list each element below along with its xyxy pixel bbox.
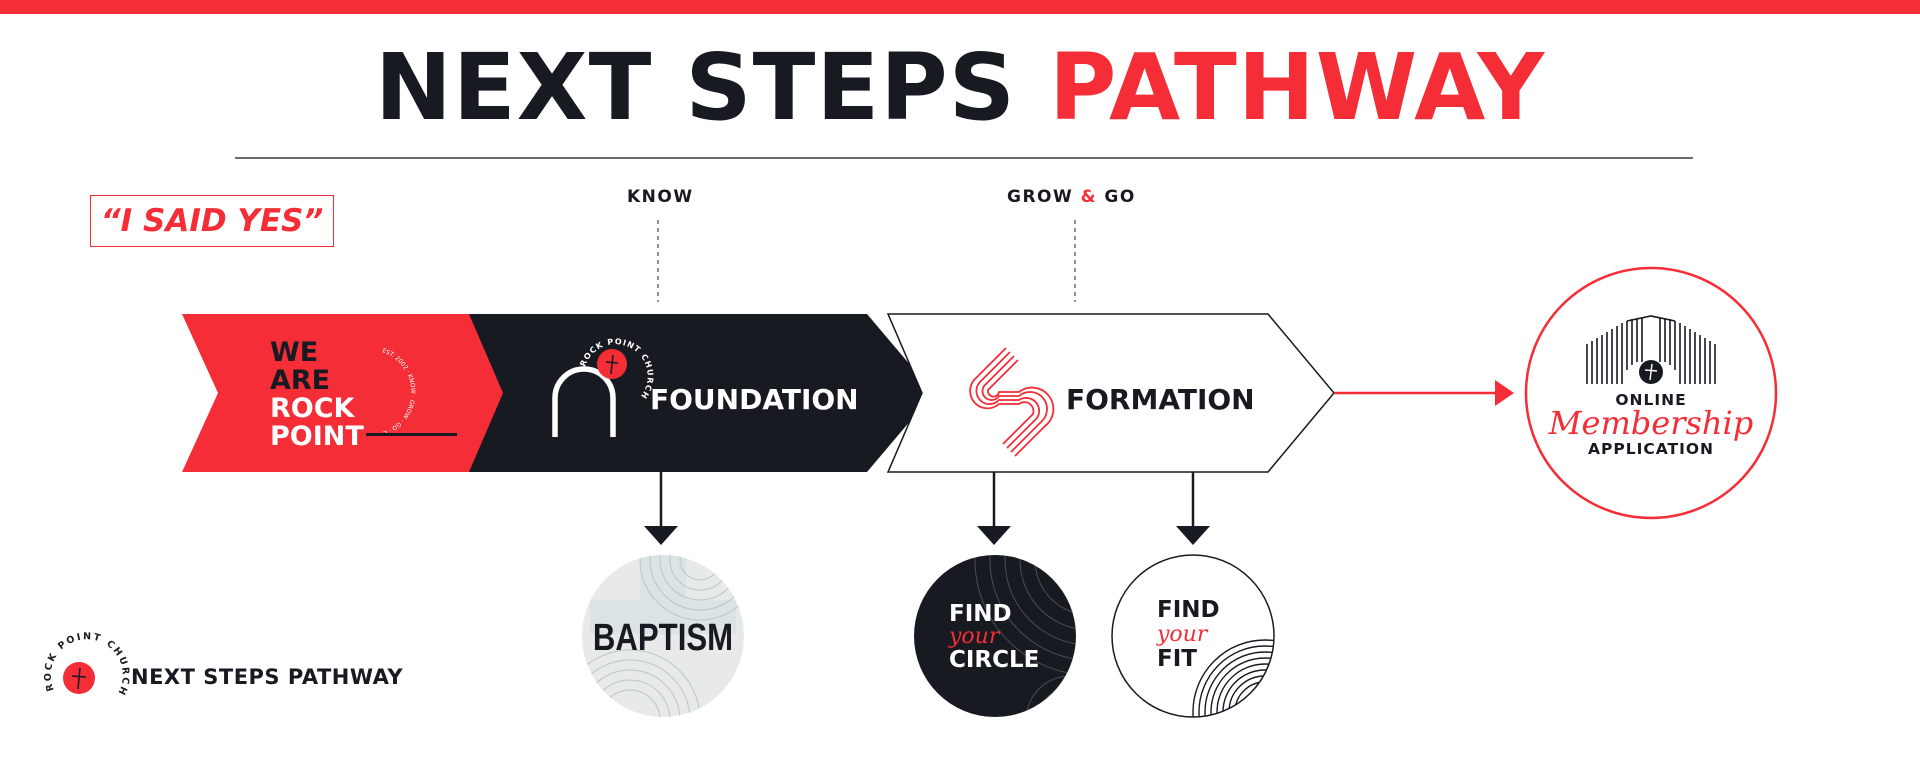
we-are-underline (366, 433, 457, 436)
stage-label-go: GO (1104, 187, 1136, 207)
we-are-line-2: ARE (270, 365, 330, 396)
building-icon (1586, 315, 1716, 384)
stage-label-grow-go: GROW & GO (1007, 187, 1136, 207)
membership-line-3: APPLICATION (1588, 440, 1714, 458)
formation-label: FORMATION (1066, 383, 1255, 416)
arch-icon (552, 366, 616, 437)
baptism-label: BAPTISM (593, 617, 733, 659)
baptism-pattern (582, 555, 744, 717)
find-your-circle-step[interactable]: FIND your CIRCLE (914, 445, 1205, 764)
s-curve-icon (969, 347, 1055, 457)
we-are-rock-point-chevron: WE ARE ROCK POINT EST. 2002 · KNOW · GRO… (0, 0, 515, 472)
find-circle-circle (914, 555, 1076, 717)
find-fit-find: FIND (1157, 597, 1220, 623)
arrow-down-icon (1176, 472, 1210, 545)
find-fit-your: your (1156, 622, 1209, 647)
page-title-dark: NEXT STEPS (374, 34, 1016, 141)
i-said-yes-tag: “I SAID YES” (90, 195, 334, 247)
top-accent-bar (0, 0, 1920, 14)
title-divider (235, 157, 1693, 159)
membership-line-1: ONLINE (1615, 391, 1686, 409)
cross-icon (71, 667, 87, 690)
chevron-red-shape (182, 314, 515, 472)
online-membership-application[interactable]: ONLINE Membership APPLICATION (1524, 266, 1778, 520)
stage-label-grow: GROW (1007, 187, 1074, 207)
formation-chevron: FORMATION (886, 313, 1335, 473)
find-your-fit-step[interactable]: FIND your FIT (1111, 554, 1337, 768)
we-are-line-4: POINT (270, 421, 364, 452)
arrow-down-icon (644, 472, 678, 545)
baptism-step[interactable]: BAPTISM (560, 500, 760, 768)
find-circle-your: your (948, 624, 1001, 649)
footer-logo[interactable]: ROCK POINT CHURCH (43, 631, 131, 698)
membership-cross-icon (1644, 363, 1658, 381)
page-title-accent: PATHWAY (1048, 34, 1546, 141)
find-circle-find: FIND (949, 601, 1012, 627)
page-title: NEXT STEPS PATHWAY (0, 42, 1920, 134)
arrow-right-icon (1334, 380, 1514, 406)
footer-title: NEXT STEPS PATHWAY (131, 665, 404, 689)
stage-label-amp: & (1080, 187, 1097, 207)
foundation-chevron: ROCK POINT CHURCH FOUNDATION (469, 314, 934, 472)
chevron-dark-shape (469, 314, 934, 472)
we-are-line-3: ROCK (270, 393, 356, 424)
membership-circle (1524, 266, 1778, 520)
cross-icon (605, 354, 619, 375)
baptism-circle (582, 555, 744, 717)
we-are-line-1: WE (270, 337, 318, 368)
find-fit-word: FIT (1157, 646, 1197, 672)
foundation-label: FOUNDATION (650, 383, 859, 416)
find-circle-word: CIRCLE (949, 647, 1039, 673)
stage-label-know: KNOW (627, 187, 694, 207)
arrow-down-icon (977, 472, 1011, 545)
membership-line-2: Membership (1548, 404, 1754, 442)
